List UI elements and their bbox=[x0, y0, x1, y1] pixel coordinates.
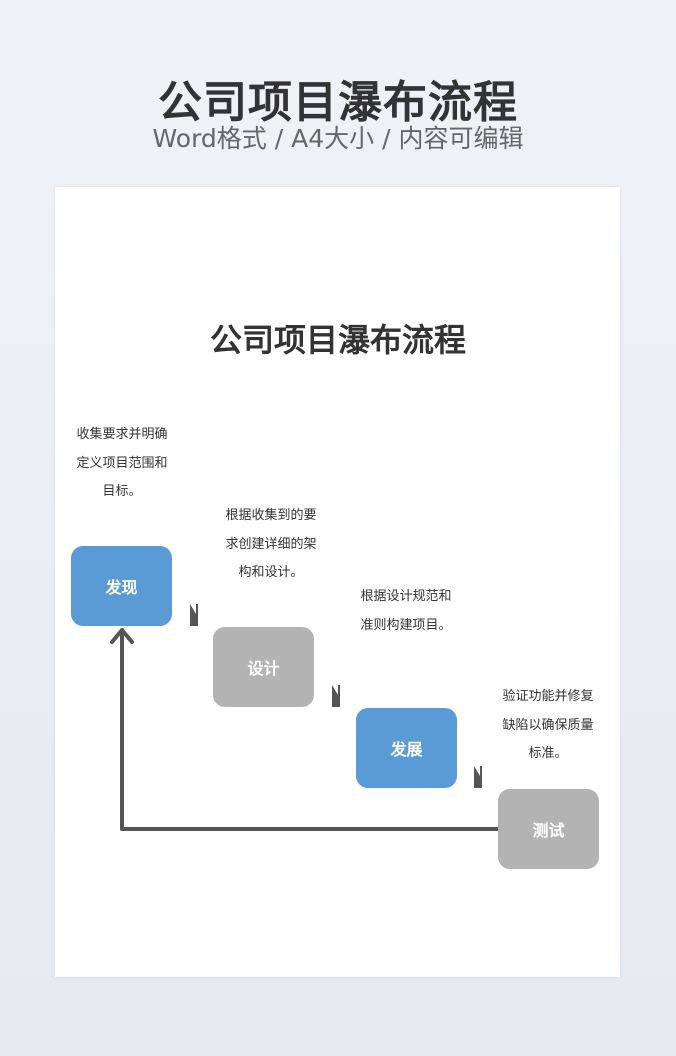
banner-subtitle: Word格式 / A4大小 / 内容可编辑 bbox=[152, 124, 524, 153]
step-description: 验证功能并修复缺陷以确保质量标准。 bbox=[502, 689, 594, 761]
step-box-design: 设计 bbox=[213, 627, 314, 707]
step-box-test: 测试 bbox=[498, 789, 599, 869]
step-description: 根据收集到的要求创建详细的架构和设计。 bbox=[225, 508, 317, 580]
step-description: 根据设计规范和准则构建项目。 bbox=[360, 589, 452, 633]
step-arrow-icon bbox=[332, 685, 340, 707]
step-arrow-icon bbox=[190, 604, 198, 626]
document-title: 公司项目瀑布流程 bbox=[209, 321, 466, 359]
step-description: 收集要求并明确定义项目范围和目标。 bbox=[76, 427, 168, 499]
step-box-discover: 发现 bbox=[71, 546, 172, 626]
step-box-develop: 发展 bbox=[356, 708, 457, 788]
feedback-loop-arrow bbox=[110, 628, 500, 831]
banner-title: 公司项目瀑布流程 bbox=[158, 77, 518, 128]
step-arrow-icon bbox=[474, 766, 482, 788]
